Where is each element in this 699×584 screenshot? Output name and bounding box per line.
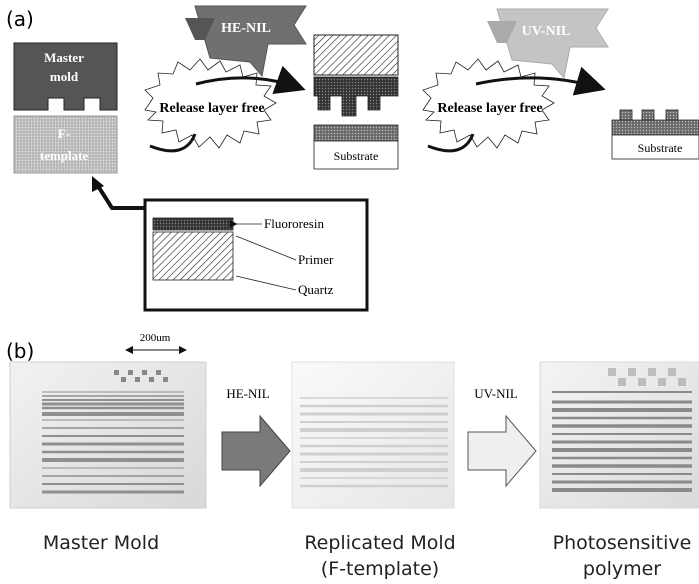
pattern-square bbox=[128, 370, 133, 375]
pattern-square bbox=[121, 377, 126, 382]
pattern-square bbox=[163, 377, 168, 382]
final-product: Substrate bbox=[611, 109, 699, 160]
scale-bar: 200um bbox=[125, 332, 187, 354]
release-burst-2: Release layer free bbox=[422, 58, 606, 153]
master-mold: Master mold bbox=[13, 42, 118, 111]
pattern-square bbox=[678, 378, 686, 386]
panel-b-label: (b) bbox=[6, 339, 34, 363]
uv-nil-block-arrow: UV-NIL bbox=[467, 386, 537, 488]
f-template-label-line1: F- bbox=[58, 126, 70, 141]
panel-a-label: (a) bbox=[6, 7, 34, 31]
substrate-label-1: Substrate bbox=[334, 149, 379, 163]
pattern-square bbox=[114, 370, 119, 375]
caption-replicated-line2: (F-template) bbox=[321, 558, 439, 580]
pattern-square bbox=[149, 377, 154, 382]
f-template: F- template bbox=[13, 115, 118, 174]
pattern-square bbox=[135, 377, 140, 382]
master-mold-image bbox=[9, 361, 207, 509]
pattern-square bbox=[638, 378, 646, 386]
imprint-stack: Substrate bbox=[313, 34, 399, 170]
he-nil-arrow-label: HE-NIL bbox=[226, 386, 269, 401]
photosensitive-polymer-image bbox=[539, 361, 699, 509]
inset-pointer-arrow bbox=[92, 176, 145, 210]
replicated-mold-image bbox=[291, 361, 455, 509]
he-nil-step-arrow: HE-NIL bbox=[185, 5, 307, 78]
master-mold-label-line2: mold bbox=[50, 69, 79, 84]
f-template-label-line2: template bbox=[40, 148, 89, 163]
pattern-square bbox=[648, 368, 656, 376]
caption-master-mold: Master Mold bbox=[43, 532, 159, 554]
pattern-square bbox=[156, 370, 161, 375]
caption-photosensitive-line1: Photosensitive bbox=[553, 532, 692, 554]
master-mold-label-line1: Master bbox=[44, 50, 84, 65]
pattern-square bbox=[608, 368, 616, 376]
caption-replicated-line1: Replicated Mold bbox=[304, 532, 455, 554]
he-nil-label: HE-NIL bbox=[221, 21, 271, 36]
substrate-label-2: Substrate bbox=[638, 141, 683, 155]
uv-nil-label: UV-NIL bbox=[522, 24, 571, 39]
pattern-square bbox=[668, 368, 676, 376]
caption-photosensitive-line2: polymer bbox=[583, 558, 661, 580]
scale-bar-label: 200um bbox=[140, 332, 171, 344]
inset-quartz-label: Quartz bbox=[298, 282, 334, 297]
release-burst-1: Release layer free bbox=[144, 58, 306, 153]
release-label-1: Release layer free bbox=[159, 101, 264, 116]
release-label-2: Release layer free bbox=[437, 101, 542, 116]
uv-nil-step-arrow: UV-NIL bbox=[487, 8, 609, 80]
pattern-square bbox=[618, 378, 626, 386]
he-nil-block-arrow: HE-NIL bbox=[221, 386, 291, 488]
pattern-square bbox=[628, 368, 636, 376]
inset-primer-label: Primer bbox=[298, 252, 334, 267]
pattern-square bbox=[658, 378, 666, 386]
pattern-square bbox=[142, 370, 147, 375]
inset-fluororesin-label: Fluororesin bbox=[264, 216, 324, 231]
layer-structure-inset: Fluororesin Primer Quartz bbox=[143, 198, 369, 312]
uv-nil-arrow-label: UV-NIL bbox=[474, 386, 518, 401]
